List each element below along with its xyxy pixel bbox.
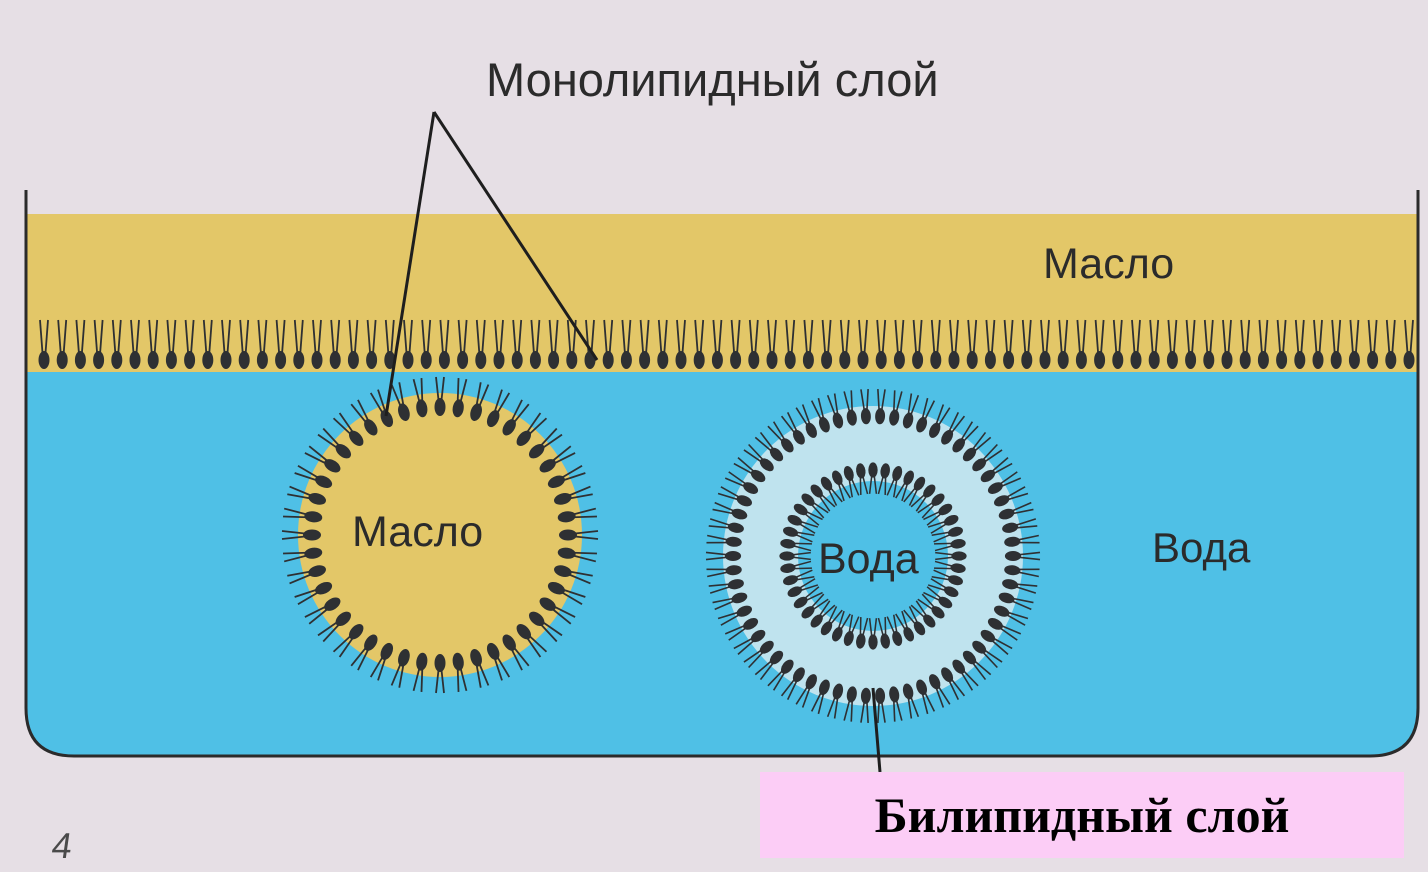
oil-layer-label: Масло <box>1043 240 1174 289</box>
bilipid-layer-box: Билипидный слой <box>760 772 1404 858</box>
bilipid-layer-label: Билипидный слой <box>875 786 1290 844</box>
vesicle-water-label: Вода <box>818 535 919 584</box>
oil-layer <box>26 214 1418 372</box>
micelle-oil-label: Масло <box>352 508 483 557</box>
water-label: Вода <box>1152 524 1250 572</box>
monolipid-layer-label: Монолипидный слой <box>486 52 939 107</box>
